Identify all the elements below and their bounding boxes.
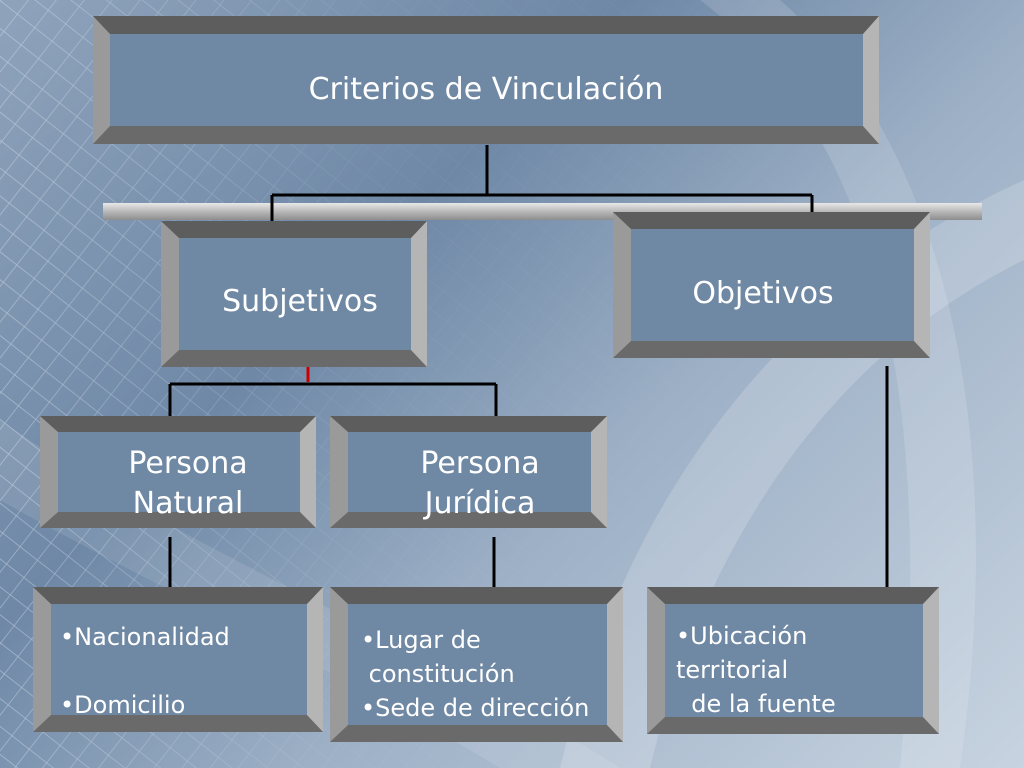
title-box xyxy=(93,16,879,144)
objetivos-criteria-item-1-cont: territorial xyxy=(676,656,789,684)
objetivos-criteria-item-1-cont2: de la fuente xyxy=(676,690,836,718)
subjetivos-label: Subjetivos xyxy=(222,284,378,319)
subjetivos-box xyxy=(161,221,427,367)
persona-natural-box xyxy=(40,416,316,528)
juridica-criteria-item-1: •Lugar de xyxy=(361,626,481,654)
objetivos-criteria-box xyxy=(647,587,939,734)
juridica-criteria-box xyxy=(330,587,623,742)
objetivos-criteria-item-1: •Ubicación xyxy=(676,622,808,650)
juridica-criteria-item-1-cont: constitución xyxy=(361,660,515,688)
natural-criteria-item-2: •Domicilio xyxy=(60,691,186,719)
objetivos-label: Objetivos xyxy=(692,276,834,311)
objetivos-box xyxy=(613,212,930,358)
juridica-criteria-item-2: •Sede de dirección xyxy=(361,694,590,722)
diagram-title: Criterios de Vinculación xyxy=(308,72,664,107)
persona-natural-label: Persona Natural xyxy=(128,446,248,521)
natural-criteria-box xyxy=(33,587,323,732)
persona-juridica-box xyxy=(330,416,607,528)
natural-criteria-item-1: •Nacionalidad xyxy=(60,623,230,651)
persona-juridica-label: Persona Jurídica xyxy=(420,446,540,521)
